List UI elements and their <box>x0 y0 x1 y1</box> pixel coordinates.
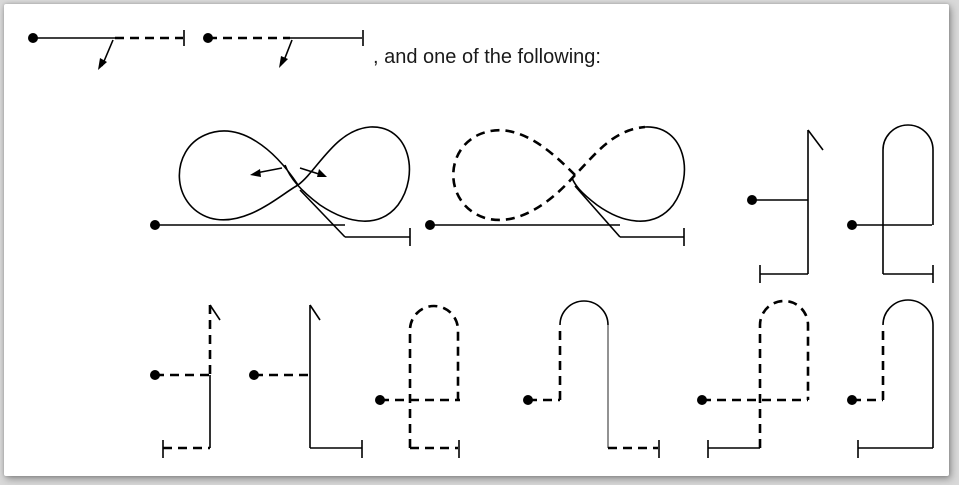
header-pattern-dashed-then-solid <box>203 30 364 68</box>
header-pattern-solid-then-dashed <box>28 30 185 70</box>
loop-dashed-2 <box>697 299 810 458</box>
loop-mixed-2 <box>847 299 934 458</box>
corner-dashed-2 <box>249 304 363 458</box>
turn-arrow-icon <box>279 39 293 68</box>
corner-dashed-1 <box>150 304 221 458</box>
loop-dashed-1 <box>375 304 460 458</box>
figure-eight-mixed <box>425 125 686 246</box>
turn-arrow-icon <box>98 39 114 70</box>
figure-card <box>4 4 949 476</box>
figure-eight-solid <box>150 126 411 246</box>
caption-text: , and one of the following: <box>373 46 601 68</box>
loop-mixed <box>523 300 660 458</box>
corner-solid-arrow <box>747 129 824 283</box>
double-arrow-icon <box>250 167 327 177</box>
loop-solid <box>847 124 934 283</box>
